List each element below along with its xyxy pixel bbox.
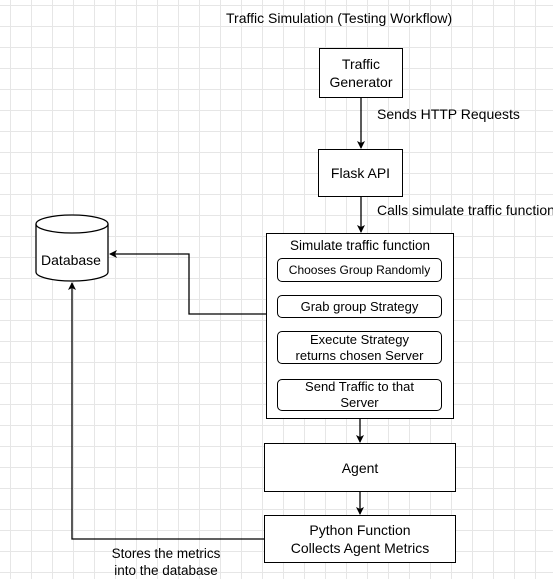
execute-strategy-step: Execute Strategy returns chosen Server	[277, 331, 442, 364]
agent-node: Agent	[264, 443, 456, 492]
database-label: Database	[41, 252, 101, 268]
simulate-traffic-title: Simulate traffic function	[289, 238, 431, 253]
grab-strategy-step: Grab group Strategy	[277, 295, 442, 318]
edge-python-to-database	[68, 282, 264, 540]
edge-simulate-to-database	[109, 250, 266, 315]
calls-simulate-label: Calls simulate traffic function	[377, 202, 553, 218]
stores-metrics-label: Stores the metrics into the database	[111, 546, 221, 578]
choose-group-step: Chooses Group Randomly	[277, 258, 442, 282]
send-traffic-step: Send Traffic to that Server	[277, 379, 442, 411]
sends-http-requests-label: Sends HTTP Requests	[377, 106, 520, 122]
diagram-title: Traffic Simulation (Testing Workflow)	[226, 10, 453, 26]
traffic-generator-node: Traffic Generator	[319, 48, 403, 98]
python-function-node: Python Function Collects Agent Metrics	[264, 515, 456, 563]
database-cylinder	[35, 214, 109, 282]
flask-api-node: Flask API	[318, 149, 403, 197]
